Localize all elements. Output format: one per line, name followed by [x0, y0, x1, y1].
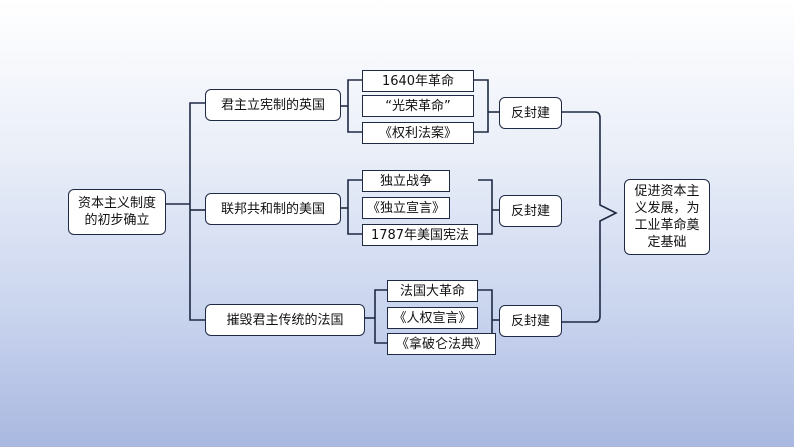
result-box-england: 反封建: [499, 97, 562, 129]
root-box: 资本主义制度的初步确立: [68, 189, 166, 235]
result-box-america: 反封建: [499, 195, 562, 227]
england-left-bracket: [347, 79, 362, 133]
england-right-bracket: [474, 79, 489, 133]
event-box: 《独立宣言》: [362, 197, 450, 219]
event-box: 1640年革命: [362, 70, 474, 92]
root-bracket: [189, 102, 205, 321]
event-box: 《拿破仑法典》: [387, 333, 496, 355]
country-box-america: 联邦共和制的美国: [205, 193, 341, 225]
result-box-france: 反封建: [499, 305, 562, 337]
america-right-bracket: [478, 179, 493, 235]
conclusion-bracket: [562, 111, 618, 323]
event-box: 1787年美国宪法: [362, 224, 478, 246]
event-box: 《人权宣言》: [387, 307, 478, 329]
america-left-bracket: [347, 179, 362, 235]
event-box: 法国大革命: [387, 280, 478, 302]
france-left-bracket: [374, 289, 387, 344]
country-box-england: 君主立宪制的英国: [205, 89, 341, 121]
country-box-france: 摧毁君主传统的法国: [205, 304, 365, 336]
event-box: 独立战争: [362, 170, 450, 192]
event-box: “光荣革命”: [362, 95, 474, 117]
conclusion-box: 促进资本主义发展，为工业革命奠定基础: [624, 179, 710, 255]
event-box: 《权利法案》: [362, 122, 474, 144]
